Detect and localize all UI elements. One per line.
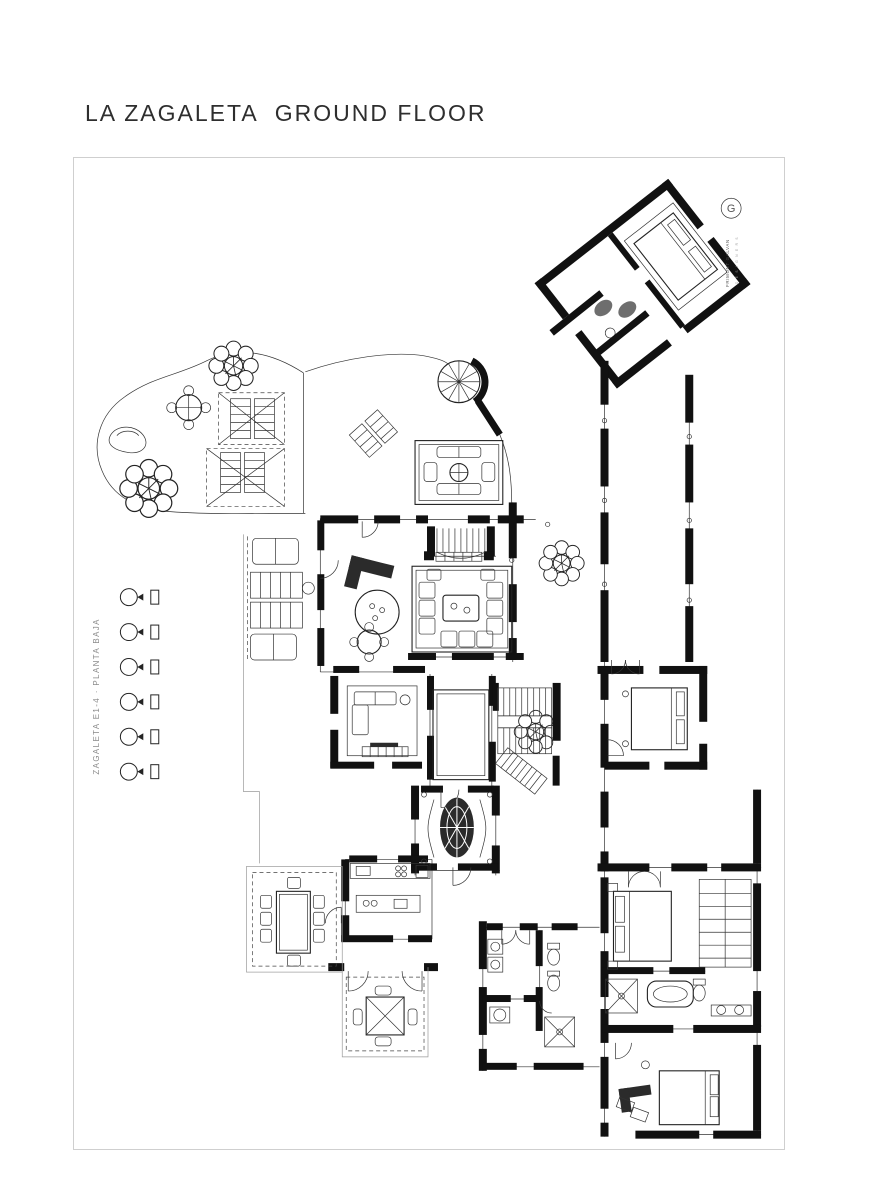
bedroom-bottom	[615, 1060, 720, 1126]
guest-wing	[534, 178, 751, 389]
outdoor-lounge	[414, 440, 504, 505]
planter	[618, 301, 637, 318]
dining-terrace	[246, 866, 343, 973]
door-swings	[320, 521, 661, 1060]
garden-table	[166, 385, 211, 430]
walls	[317, 360, 762, 1139]
floor-plan-drawing: ZAGALETA E1-4 · PLANTA BAJA G FRIMONT GA…	[92, 178, 762, 1139]
deck-loungers	[348, 409, 399, 458]
fireplace	[435, 551, 483, 562]
oval-foyer	[421, 791, 493, 865]
light-legend	[119, 588, 160, 781]
living-room	[411, 565, 513, 653]
main-stairs	[436, 528, 486, 559]
logo-name: FRIMONT GALVAN	[725, 239, 730, 287]
entry-court-wall	[595, 310, 650, 356]
lounge-corner	[344, 555, 400, 662]
bedroom-south-east	[607, 879, 752, 970]
kitchen	[349, 863, 431, 913]
closet	[698, 879, 752, 968]
title-project: LA ZAGALETA	[85, 100, 259, 126]
entry-court-wall	[549, 290, 604, 336]
guest-bedroom	[622, 687, 688, 751]
south-terrace	[341, 967, 429, 1058]
spiral-stair	[437, 357, 513, 507]
guest-bed	[633, 212, 719, 301]
west-terrace-seating	[243, 534, 315, 864]
columns	[509, 418, 692, 603]
bath-cluster	[487, 938, 575, 1048]
master-bathroom	[605, 978, 752, 1017]
logo-monogram: G	[727, 203, 736, 215]
title-floor: GROUND FLOOR	[274, 100, 487, 126]
tv-room	[346, 685, 418, 758]
garden-terrace	[96, 351, 449, 514]
sheet-side-label: ZAGALETA E1-4 · PLANTA BAJA	[92, 618, 101, 775]
gallery	[432, 689, 490, 781]
designer-logo: G FRIMONT GALVAN D E S I G N E R S	[720, 197, 742, 287]
sun-loungers	[220, 398, 275, 493]
page-title: LA ZAGALETA GROUND FLOOR	[85, 100, 487, 127]
stair-hall	[495, 687, 553, 795]
plan-frame: ZAGALETA E1-4 · PLANTA BAJA G FRIMONT GA…	[73, 157, 785, 1150]
logo-tagline: D E S I G N E R S	[735, 236, 739, 284]
planter	[594, 299, 613, 317]
pond	[108, 426, 147, 454]
